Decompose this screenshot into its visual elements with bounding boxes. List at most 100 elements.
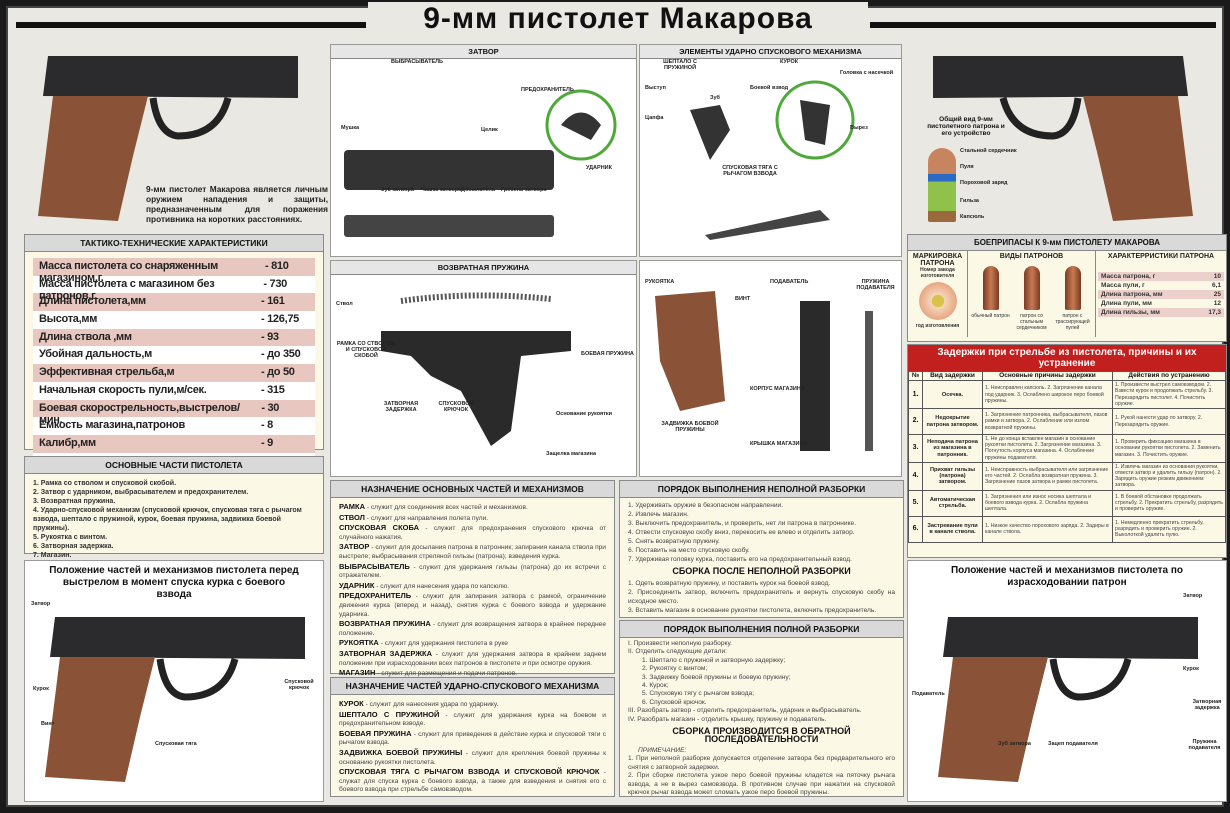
char-value: 25: [1213, 291, 1221, 298]
delays-row: 6.Застревание пули в канале ствола.1. Ни…: [908, 515, 1227, 543]
cartridge-icon: [1064, 266, 1081, 310]
full-step: II. Отделить следующие детали:: [628, 648, 728, 656]
purpose-text: - служит для размещения и подачи патроно…: [375, 670, 518, 678]
delay-causes: 1. Не до конца вставлен магазин в основа…: [982, 434, 1113, 463]
purpose-item: РУКОЯТКА - служит для удержания пистолет…: [339, 639, 606, 649]
note-label: ПРИМЕЧАНИЕ:: [638, 746, 687, 754]
delay-actions: 1. Произвести выстрел самовзводом. 2. Вз…: [1111, 380, 1227, 410]
partial-step: 2. Извлечь магазин.: [628, 511, 689, 518]
purpose-term: БОЕВАЯ ПРУЖИНА: [339, 728, 412, 738]
spec-value: - 8: [261, 419, 273, 432]
purpose-text: - служит для удержания курка на боевом и…: [339, 711, 606, 728]
part-label: ВЫБРАСЫВАТЕЛЬ: [391, 59, 443, 65]
purpose-term: УДАРНИК: [339, 580, 375, 590]
purpose-text: - служит для предохранения спускового кр…: [339, 525, 606, 541]
full-step: 5. Спусковую тягу с рычагом взвода;: [642, 690, 755, 698]
spec-row: Убойная дальность,м- до 350: [33, 346, 315, 365]
part-label: Вырез: [850, 125, 868, 131]
part-label: Курок: [1183, 666, 1199, 672]
title-rule-left: [16, 22, 366, 28]
parts-list: 1. Рамка со стволом и спусковой скобой.2…: [25, 474, 323, 565]
delay-actions: 1. Немедленно прекратить стрельбу, разря…: [1111, 515, 1227, 543]
purpose-text: - служит для приведения в действие курка…: [339, 730, 606, 747]
spec-row: Масса пистолета с магазином без патронов…: [33, 275, 315, 302]
delay-actions: 1. В боевой обстановке продолжать стрель…: [1111, 489, 1227, 517]
part-label: ЗАТВОРНАЯ ЗАДЕРЖКА: [383, 401, 419, 413]
purpose-text: - служит для крепления боевой пружины к …: [339, 749, 606, 766]
cartridge-icon: [1023, 266, 1040, 310]
diagram-frame: ВОЗВРАТНАЯ ПРУЖИНА РАМКА СО СТВОЛОМ И СП…: [330, 260, 637, 477]
hammer-magnifier: [775, 80, 855, 160]
spec-value: - до 350: [261, 348, 301, 361]
delays-heading: Задержки при стрельбе из пистолета, прич…: [908, 345, 1226, 371]
delay-number: 1.: [908, 380, 923, 410]
full-disassembly-panel: ПОРЯДОК ВЫПОЛНЕНИЯ ПОЛНОЙ РАЗБОРКИ I. Пр…: [619, 620, 904, 797]
spec-row: Боевая скорострельность,выстрелов/мин.- …: [33, 399, 315, 426]
purpose-item: ЗАДВИЖКА БОЕВОЙ ПРУЖИНЫ - служит для кре…: [339, 748, 606, 767]
cartridge-type-label: патрон с трассирующей пулей: [1055, 313, 1090, 331]
trigger-purpose-heading: НАЗНАЧЕНИЕ ЧАСТЕЙ УДАРНО-СПУСКОВОГО МЕХА…: [331, 678, 614, 695]
purpose-text: - служит для соединения всех частей и ме…: [365, 504, 528, 511]
part-label: Затвор: [1183, 593, 1203, 599]
delay-number: 6.: [908, 515, 923, 543]
full-step: 6. Спусковой крючок.: [642, 698, 707, 706]
spec-value: - до 50: [261, 366, 295, 379]
spec-label: Высота,мм: [39, 313, 98, 326]
partial-step: 5. Снять возвратную пружину.: [628, 538, 720, 545]
delay-causes: 1. Неисправность выбрасывателя или загря…: [982, 461, 1113, 491]
part-label: Цапфа: [645, 115, 664, 121]
spec-row: Масса пистолета со снаряженным магазином…: [33, 258, 315, 284]
purpose-item: МАГАЗИН - служит для размещения и подачи…: [339, 668, 606, 679]
part-label: УДАРНИК: [586, 165, 612, 171]
delay-causes: 1. Низкое качество порохового заряда. 2.…: [982, 515, 1113, 543]
purpose-term: ЗАТВОРНАЯ ЗАДЕРЖКА: [339, 648, 433, 658]
part-label: Выступ: [645, 85, 666, 91]
char-label: Длина патрона, мм: [1101, 291, 1163, 298]
purpose-item: ВОЗВРАТНАЯ ПРУЖИНА - служит для возвраще…: [339, 619, 606, 638]
types-heading: ВИДЫ ПАТРОНОВ: [999, 253, 1064, 260]
parts-item: 7. Магазин.: [33, 552, 72, 559]
note: 1. При неполной разборке допускается отд…: [628, 755, 895, 771]
purpose-text: - служит для запирания затвора с рамкой,…: [339, 593, 606, 618]
char-label: Масса патрона, г: [1101, 273, 1156, 280]
pistol-cutaway-left: [45, 617, 305, 782]
cartridge-type: патрон со стальным сердечником: [1011, 260, 1052, 331]
cartridge-type: обычный патрон: [970, 260, 1011, 331]
spec-value: - 810: [264, 260, 289, 272]
page-title: 9-мм пистолет Макарова: [368, 2, 868, 38]
cartridge-type-label: патрон со стальным сердечником: [1016, 313, 1047, 331]
purpose-text: - служит для удержания затвора в крайнем…: [339, 650, 606, 667]
purpose-item: РАМКА - служит для соединения всех часте…: [339, 502, 606, 513]
purpose-term: СПУСКОВАЯ СКОБА: [339, 523, 420, 533]
part-label: ЗАДВИЖКА БОЕВОЙ ПРУЖИНЫ: [661, 421, 719, 433]
specs-panel: ТАКТИКО-ТЕХНИЧЕСКИЕ ХАРАКТЕРИСТИКИ Масса…: [24, 234, 324, 479]
delays-row: 2.Недокрытие патрона затвором.1. Загрязн…: [908, 408, 1227, 436]
reverse-heading: СБОРКА ПРОИЗВОДИТСЯ В ОБРАТНОЙ ПОСЛЕДОВА…: [672, 726, 851, 745]
spec-value: - 315: [261, 383, 285, 396]
part-label: Досылатель: [461, 187, 496, 193]
marking-heading: МАРКИРОВКА ПАТРОНА: [912, 253, 963, 267]
purpose-text: - служат для спуска курка с боевого взво…: [339, 769, 606, 794]
partial-step: 3. Выключить предохранитель, и проверить…: [628, 520, 857, 527]
delay-kind: Недокрытие патрона затвором.: [922, 408, 983, 436]
purpose-panel: НАЗНАЧЕНИЕ ОСНОВНЫХ ЧАСТЕЙ И МЕХАНИЗМОВ …: [330, 480, 615, 677]
full-step: 2. Рукоятку с винтом;: [642, 665, 708, 673]
spec-row: Емкость магазина,патронов- 8: [33, 417, 315, 435]
full-step: IV. Разобрать магазин - отделить крышку,…: [628, 715, 827, 723]
purpose-text: - служит для удержания гильзы (патрона) …: [339, 563, 606, 580]
spec-row: Калибр,мм- 9: [33, 434, 315, 453]
part-label: РУКОЯТКА: [645, 279, 675, 285]
part-label: Пороховой заряд: [960, 180, 1008, 186]
purpose-term: ВОЗВРАТНАЯ ПРУЖИНА: [339, 619, 431, 629]
assembly-step: 2. Присоединить затвор, включить предохр…: [628, 589, 895, 605]
partial-steps: 1. Удерживать оружие в безопасном направ…: [620, 498, 903, 620]
char-value: 17,3: [1208, 309, 1221, 316]
spec-label: Масса пистолета со снаряженным магазином…: [39, 260, 218, 284]
part-label: Ствол: [336, 301, 353, 307]
safety-magnifier: [545, 89, 617, 161]
delay-number: 2.: [908, 408, 923, 436]
purpose-term: МАГАЗИН: [339, 668, 376, 678]
